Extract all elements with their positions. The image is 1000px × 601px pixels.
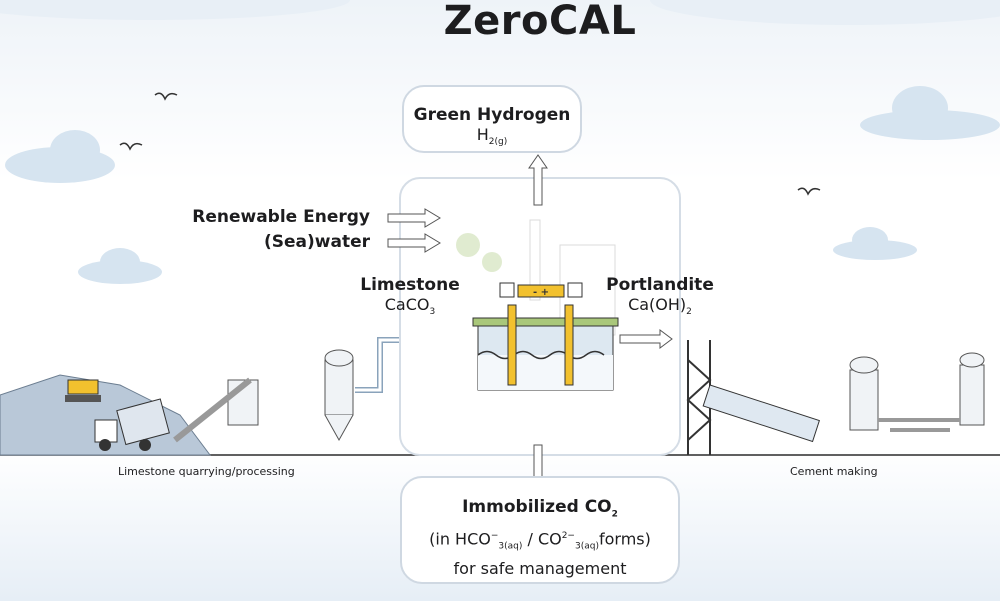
co2-heading: Immobilized CO [462, 497, 612, 517]
bicarbonate-charge: − [490, 531, 499, 542]
hydrogen-phase: (g) [494, 137, 508, 148]
cement-plant [686, 340, 985, 455]
dump-truck-icon [94, 398, 170, 451]
clouds [0, 0, 1000, 284]
green-hydrogen-box: Green Hydrogen H2(g) [402, 85, 582, 153]
green-hydrogen-heading: Green Hydrogen [413, 105, 571, 125]
renewable-energy-label: Renewable Energy [192, 207, 370, 227]
carbonate-text: / CO [522, 529, 562, 549]
carbonate-charge: 2− [561, 531, 575, 542]
limestone-label-group: Limestone CaCO3 [360, 275, 460, 317]
bulldozer-icon [65, 379, 101, 402]
power-source [517, 284, 565, 298]
carbonate-sub: 3(aq) [574, 541, 599, 552]
portlandite-formula: Ca(OH) [628, 295, 687, 314]
limestone-formula: CaCO [384, 295, 430, 314]
hydrogen-subscript: 2 [488, 137, 495, 148]
portlandite-name: Portlandite [606, 275, 714, 295]
limestone-name: Limestone [360, 275, 460, 295]
electrolyzer-cell [472, 282, 619, 391]
portlandite-arrow [619, 329, 673, 349]
safe-management-text: for safe management [453, 558, 627, 578]
processing-plant [173, 332, 470, 443]
birds-icon [119, 92, 821, 196]
page-title: ZeroCAL [443, 0, 637, 44]
cement-caption: Cement making [790, 465, 878, 478]
hydrogen-up-arrow [528, 154, 548, 206]
portlandite-subscript: 2 [686, 307, 692, 318]
bicarbonate-text: (in HCO [429, 529, 491, 549]
quarry-caption: Limestone quarrying/processing [118, 465, 295, 478]
limestone-subscript: 3 [429, 307, 436, 318]
portlandite-label-group: Portlandite Ca(OH)2 [600, 275, 720, 317]
forms-text: forms) [598, 529, 651, 549]
seawater-label: (Sea)water [263, 232, 370, 252]
immobilized-co2-box: Immobilized CO2 (in HCO−3(aq) / CO2−3(aq… [400, 476, 680, 584]
hydrogen-formula: H [476, 125, 489, 144]
bicarbonate-sub: 3(aq) [498, 541, 523, 552]
polarity-label: - + [533, 287, 549, 298]
co2-subscript: 2 [611, 509, 618, 520]
